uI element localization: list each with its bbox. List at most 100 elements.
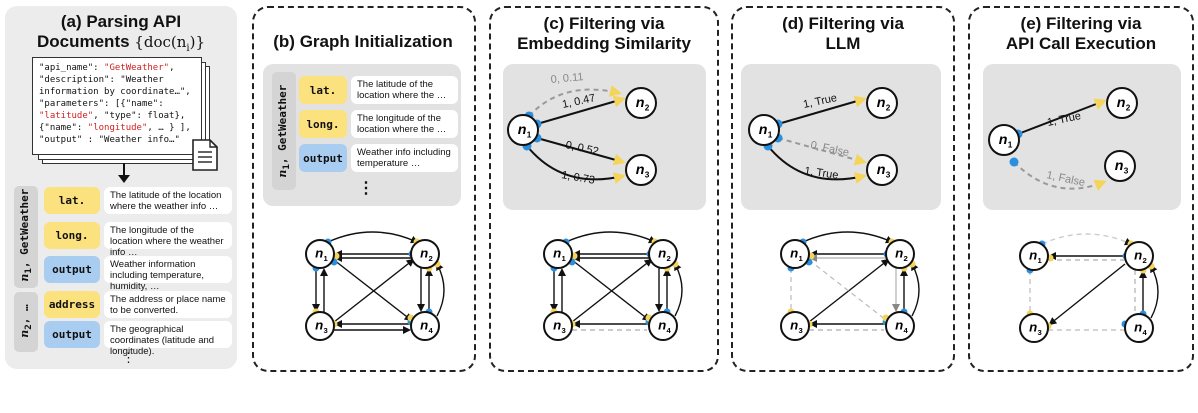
panel-d-title: (d) Filtering via LLM	[731, 14, 955, 54]
edge-label: 1, False	[1045, 169, 1086, 189]
panel-e-title-line1: (e) Filtering via	[1020, 14, 1142, 33]
node-n1	[507, 114, 539, 146]
node-sub: 3	[1038, 328, 1042, 337]
edge	[808, 258, 890, 323]
node-label: n	[1134, 248, 1142, 263]
node-n2	[648, 239, 678, 269]
node-sub: 1	[1008, 141, 1013, 150]
node-sub: 1	[799, 254, 804, 263]
node-sub: 3	[799, 326, 803, 335]
node-sub: 2	[1126, 104, 1131, 113]
node-label: n	[790, 246, 798, 261]
node-n1	[748, 114, 780, 146]
panel-d-title-line1: (d) Filtering via	[782, 14, 904, 33]
param-description: Weather info including temperature …	[351, 144, 458, 172]
node-label: n	[553, 318, 561, 333]
node-n4	[1124, 313, 1154, 343]
node-label: n	[315, 318, 323, 333]
node-label: n	[315, 246, 323, 261]
edge-label: 0, 0.11	[550, 71, 584, 86]
param-key-chip: long.	[299, 110, 347, 138]
node-n2	[410, 239, 440, 269]
node-label: n	[658, 318, 666, 333]
panel-a-title-line2: Documents	[36, 32, 130, 51]
node-sub: 1	[1038, 256, 1043, 265]
param-description: The latitude of the location where the w…	[104, 187, 232, 214]
edge	[911, 262, 920, 317]
edge	[1017, 98, 1107, 135]
node-sub: 1	[562, 254, 567, 263]
node-sub: 3	[562, 326, 566, 335]
edge	[674, 262, 683, 317]
panel-a-title-line1: (a) Parsing API	[60, 12, 182, 31]
node-label: n	[1029, 248, 1037, 263]
param-description: Weather information including temperatur…	[104, 256, 232, 292]
edge	[777, 95, 867, 125]
param-key-chip: long.	[44, 222, 100, 249]
edge-label: 1, True	[804, 165, 840, 182]
node-sub: 2	[667, 254, 671, 263]
edge-label: 0, False	[809, 139, 850, 159]
param-description: The longitude of the location where the …	[351, 110, 458, 138]
node-label: n	[759, 122, 768, 138]
node-n3	[1104, 150, 1136, 182]
panel-c-title-line1: (c) Filtering via	[543, 14, 665, 33]
node-n1	[543, 239, 573, 269]
edge	[565, 231, 657, 244]
node-label: n	[658, 246, 666, 261]
node-n2	[866, 87, 898, 119]
edge-label: 1, 0.73	[560, 169, 595, 187]
doc-line: information by coordinate…",	[39, 87, 191, 97]
document-icon	[192, 139, 218, 171]
node-n3	[1019, 313, 1049, 343]
node-sub: 4	[904, 326, 909, 335]
node-label: n	[420, 318, 428, 333]
node-sub: 1	[324, 254, 329, 263]
node-sub: 4	[429, 326, 434, 335]
panel-a-title: (a) Parsing API Documents {doc(ni)}	[5, 12, 237, 59]
node-sub: 3	[886, 171, 891, 180]
edge	[436, 262, 445, 317]
edge-label: 1, True	[1046, 110, 1082, 129]
node-sub: 2	[1143, 256, 1147, 265]
node-sub: 3	[645, 171, 650, 180]
node-label: n	[999, 132, 1008, 148]
node-label: n	[877, 95, 886, 111]
node-label: n	[1115, 158, 1124, 174]
edge	[808, 259, 887, 321]
node-n3	[625, 154, 657, 186]
node-n3	[543, 311, 573, 341]
node-n3	[780, 311, 810, 341]
edge	[1013, 161, 1107, 191]
node-sub: 4	[667, 326, 672, 335]
api-document: "api_name": "GetWeather", "description": …	[32, 57, 202, 155]
doc-line: "latitude", "type": float},	[39, 111, 186, 121]
node-n1	[780, 239, 810, 269]
param-key-chip: lat.	[44, 187, 100, 214]
node-label: n	[636, 95, 645, 111]
node-label: n	[1134, 320, 1142, 335]
panel-c-title: (c) Filtering via Embedding Similarity	[489, 14, 719, 54]
node-sub: 2	[429, 254, 433, 263]
node-label: n	[518, 122, 527, 138]
node-n2	[625, 87, 657, 119]
node-label: n	[895, 246, 903, 261]
panel-e-title: (e) Filtering via API Call Execution	[968, 14, 1194, 54]
param-key-chip: output	[299, 144, 347, 172]
edge	[571, 259, 651, 322]
doc-line: "api_name": "GetWeather",	[39, 63, 175, 73]
node-n1	[988, 124, 1020, 156]
doc-line: "output" : "Weather info…"	[39, 135, 180, 145]
param-description: The address or place name to be converte…	[104, 291, 232, 318]
node-label: n	[636, 162, 645, 178]
panel-b-title: (b) Graph Initialization	[273, 32, 453, 51]
doc-line: "description": "Weather	[39, 75, 164, 85]
group-label-bg-n1	[14, 186, 38, 288]
param-description: The latitude of the location where the …	[351, 76, 458, 104]
node-sub: 1	[527, 131, 532, 140]
edge-label: 0, 0.52	[564, 139, 599, 158]
edge	[536, 137, 626, 166]
panel-a-ellipsis: ⋮	[122, 350, 135, 365]
node-label: n	[553, 246, 561, 261]
node-label: n	[420, 246, 428, 261]
